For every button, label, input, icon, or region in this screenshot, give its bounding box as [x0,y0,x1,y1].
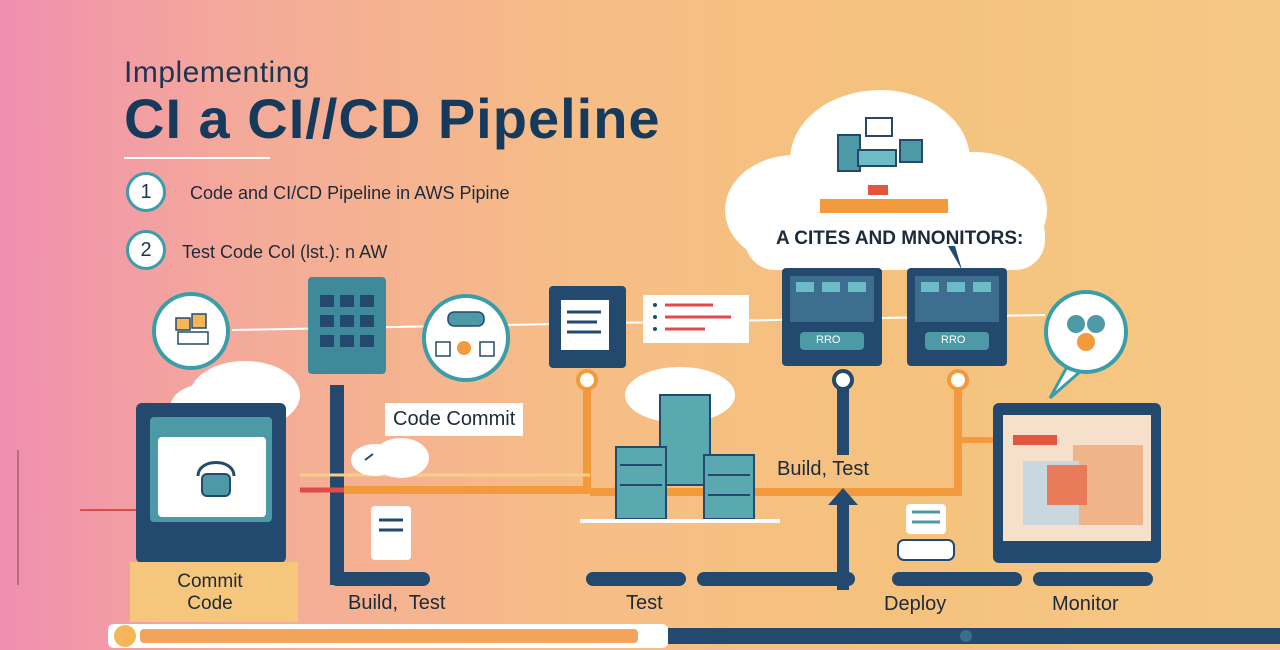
server-panel-left: RRO [782,268,882,366]
step-number-2: 2 [126,230,166,270]
monitoring-icon [1044,290,1128,374]
stage-label-commit-code: Commit Code [177,571,243,614]
step-text-1: Code and CI/CD Pipeline in AWS Pipine [190,183,510,203]
step-text-2: Test Code Col (lst.): n AW [182,242,388,262]
build-grid-icon [308,277,386,374]
build-test-mid-label: Build, Test [777,458,869,480]
code-files-icon [152,292,230,370]
step-number-1: 1 [126,172,166,212]
cloud-label: A CITES AND MNONITORS: [776,228,1024,249]
deploy-package-icon [897,504,955,561]
title-divider [124,157,270,159]
stage-label-test: Test [626,592,663,614]
page-title: CI a CI//CD Pipeline [124,87,661,150]
code-commit-label: Code Commit [385,403,524,436]
stage-label-deploy: Deploy [884,593,947,615]
monitor-screen-icon [993,403,1161,563]
page-subtitle: Implementing [124,56,311,89]
laptop-icon [136,403,286,563]
log-panel-icon [643,295,749,343]
small-cloud-icon [351,438,429,478]
server-badge-right: RRO [941,334,966,346]
server-badge-left: RRO [816,334,841,346]
document-icon [549,286,626,368]
stage-label-monitor: Monitor [1052,593,1119,615]
test-server-stack-icon [580,367,780,523]
small-document-icon [371,506,411,560]
stage-label-build-test: Build, Test [348,592,446,614]
server-panel-right: RRO [907,268,1007,366]
commit-stage-box [130,562,298,622]
source-control-icon [422,294,510,382]
